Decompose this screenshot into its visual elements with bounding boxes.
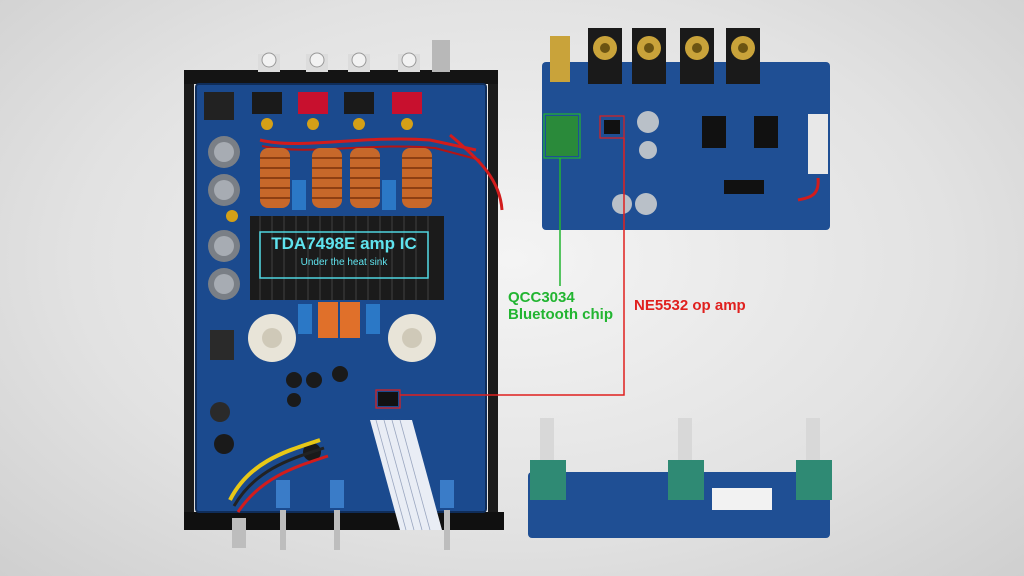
opamp-label: NE5532 op amp (634, 297, 746, 314)
bluetooth-chip-name: QCC3034 (508, 289, 575, 306)
tube-sockets (248, 314, 436, 362)
bluetooth-module (546, 116, 578, 156)
dc-power-jack (204, 92, 234, 120)
chassis-left-rail (184, 72, 194, 530)
relays (298, 302, 380, 338)
bluetooth-chip-label: QCC3034 Bluetooth chip (508, 289, 613, 323)
rca-input-jacks (258, 40, 450, 72)
amp-ic-highlight-box (259, 231, 429, 279)
opamp-callout-line (400, 138, 625, 396)
amp-ic-title: TDA7498E amp IC (271, 234, 417, 253)
chassis-right-rail (488, 72, 498, 530)
opamp-chip-main (378, 392, 398, 406)
antenna-connector (550, 36, 570, 82)
ribbon-connector (712, 488, 772, 510)
main-amplifier-board (184, 40, 504, 550)
input-board-connector (808, 114, 828, 174)
amp-ic-subtitle: Under the heat sink (300, 257, 388, 268)
filter-capacitors (208, 136, 240, 300)
speaker-terminals (252, 92, 422, 130)
chassis-top-rail (184, 70, 498, 84)
heat-sink (250, 216, 444, 300)
colored-wire-harness (228, 438, 321, 501)
volume-tone-board (528, 418, 832, 538)
opamp-chip-input (604, 120, 620, 134)
potentiometers (530, 418, 832, 500)
toggle-switches (232, 480, 454, 550)
output-inductors (260, 148, 432, 210)
input-board (542, 28, 830, 230)
input-rca-jacks (588, 28, 760, 84)
dip-chip-2 (754, 116, 778, 148)
red-wires (259, 137, 477, 152)
voltage-regulator (210, 330, 234, 360)
bluetooth-chip-caption: Bluetooth chip (508, 306, 613, 323)
ribbon-cable (370, 419, 442, 531)
dip-chip-1 (702, 116, 726, 148)
